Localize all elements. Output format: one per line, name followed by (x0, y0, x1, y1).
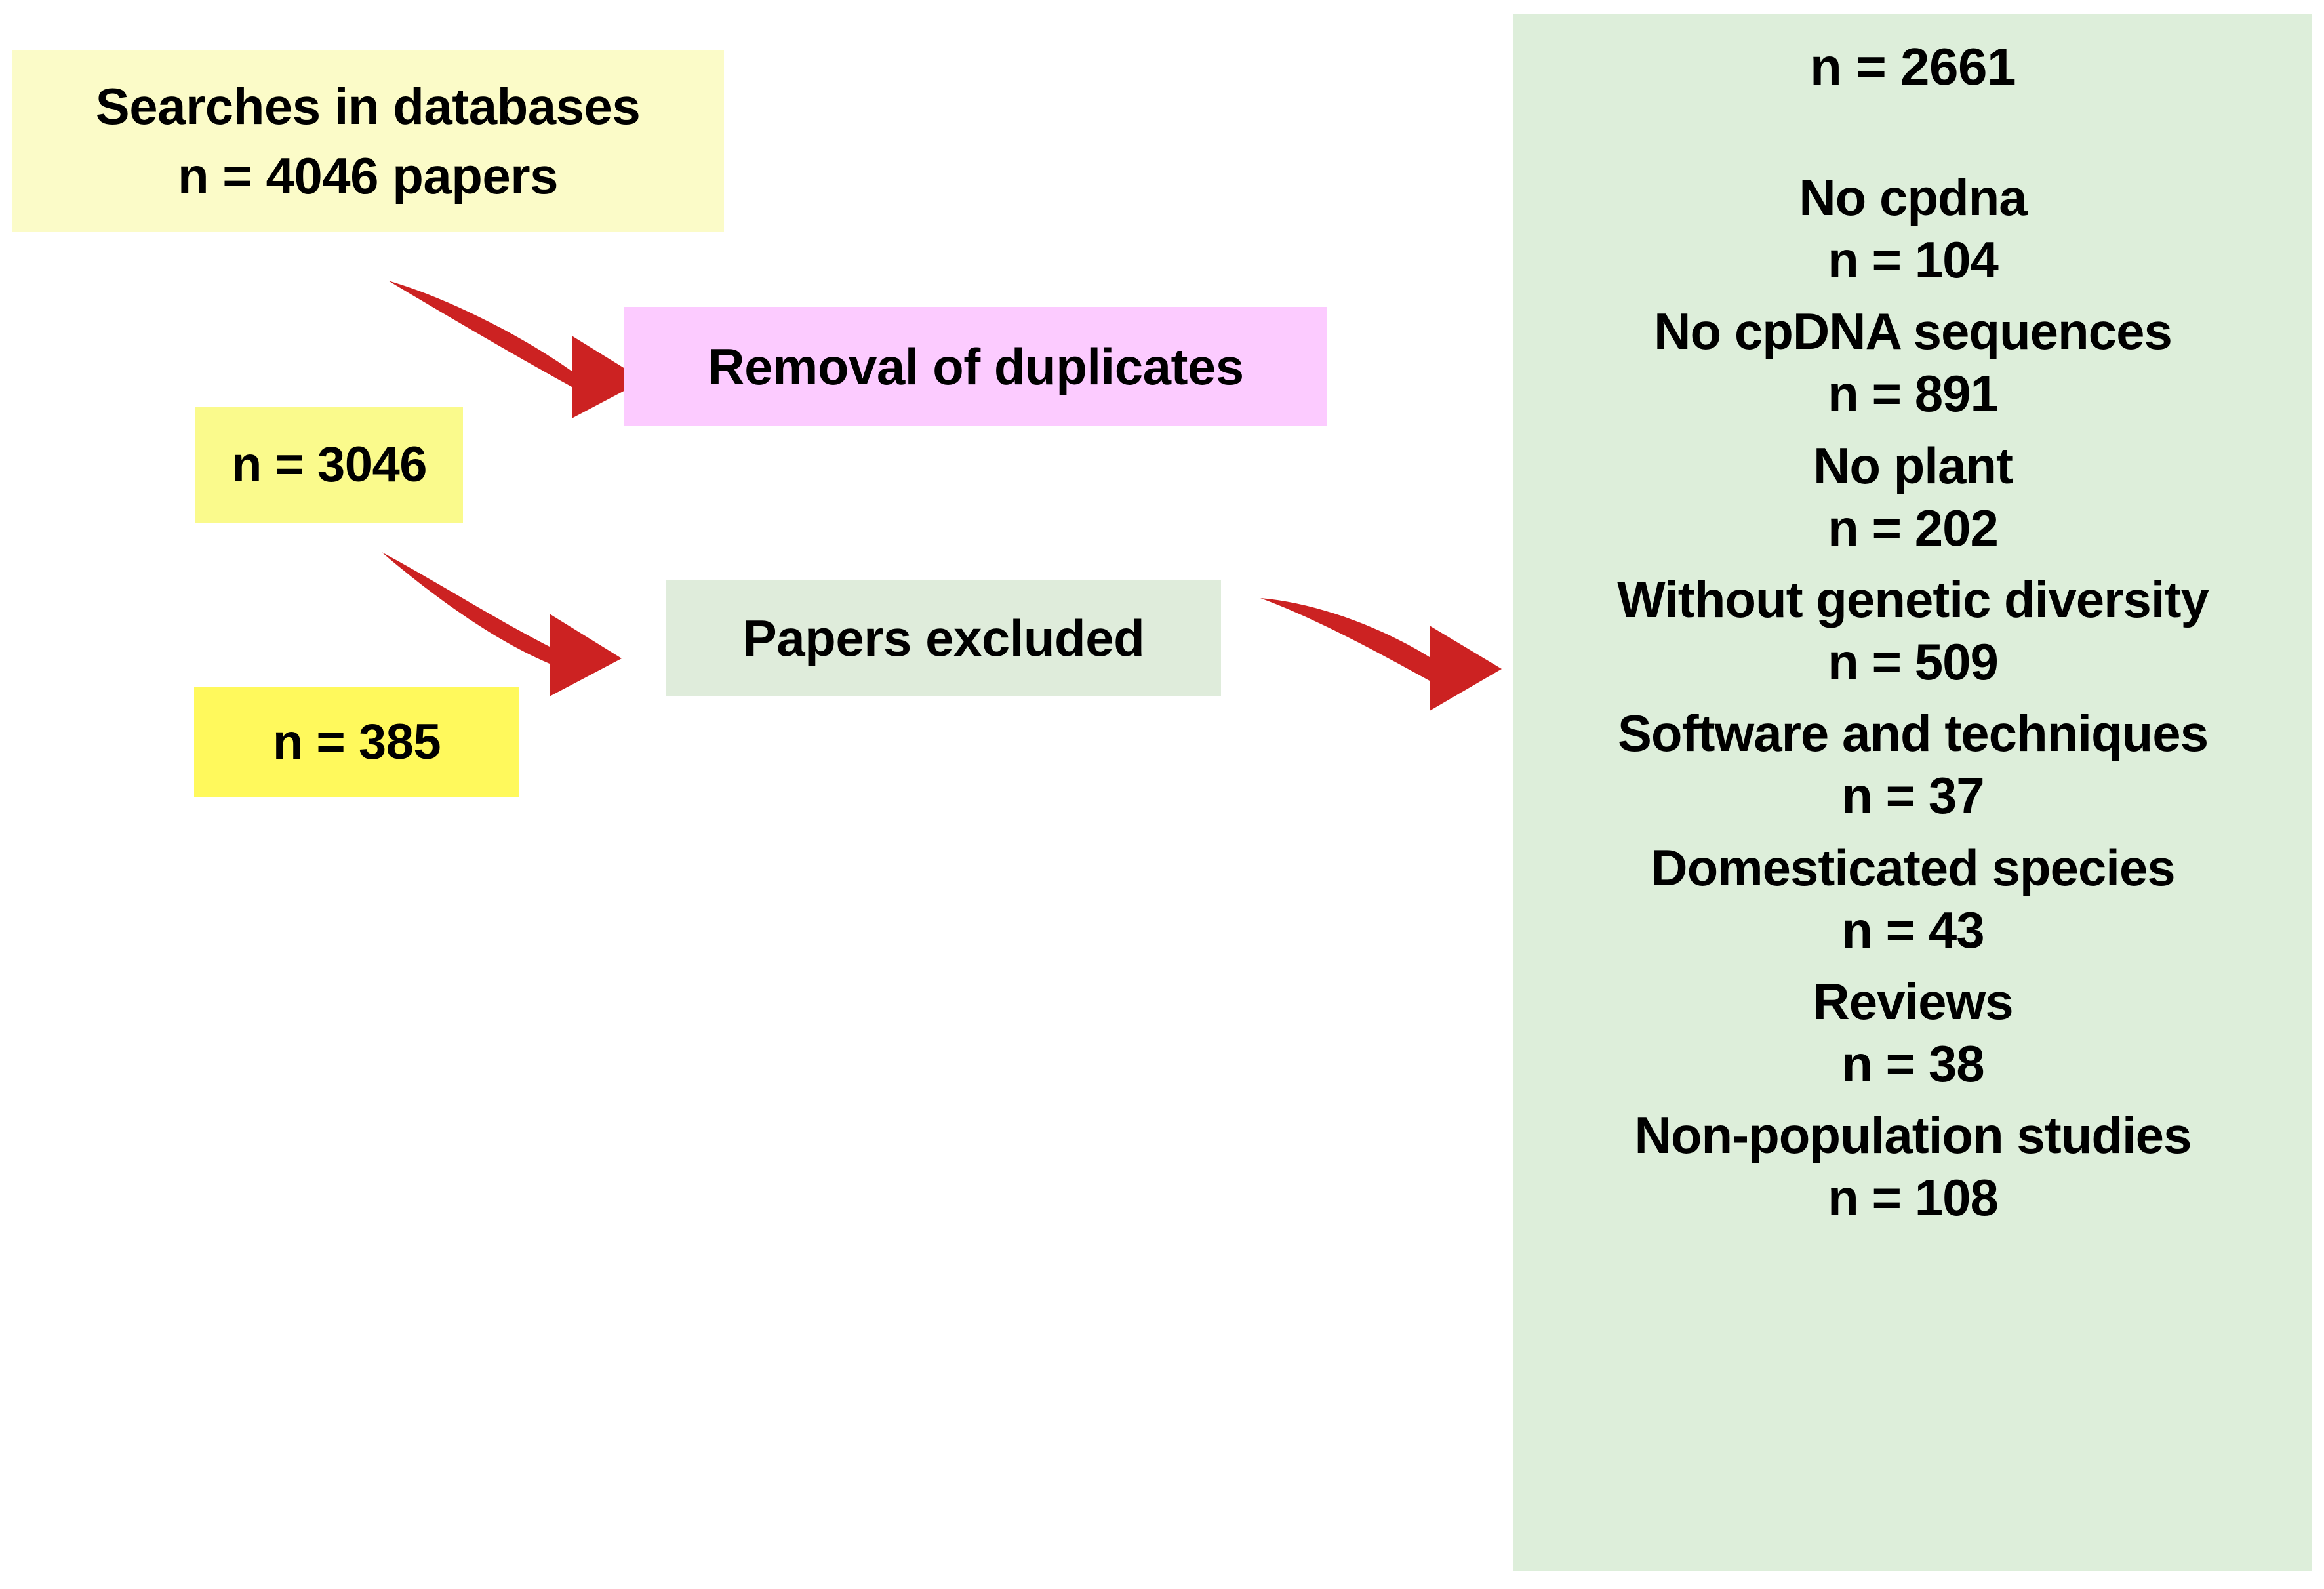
reason-item: No cpDNA sequences n = 891 (1531, 300, 2295, 425)
reason-label: No cpdna (1799, 169, 2027, 226)
reason-count: n = 509 (1828, 633, 1999, 691)
reason-label: Domesticated species (1651, 838, 2175, 896)
reason-count: n = 37 (1841, 767, 1984, 825)
papers-excluded-label: Papers excluded (742, 609, 1145, 667)
reason-item: No cpdna n = 104 (1531, 167, 2295, 291)
reason-count: n = 43 (1841, 900, 1984, 959)
reason-item: Software and techniques n = 37 (1531, 702, 2295, 827)
reason-count: n = 891 (1828, 365, 1999, 423)
node-papers-excluded: Papers excluded (666, 580, 1221, 696)
reason-item: Non-population studies n = 108 (1531, 1104, 2295, 1229)
node-after-duplicates-count: n = 3046 (195, 407, 463, 523)
exclusion-total-count: n = 2661 (1809, 37, 2016, 96)
reason-label: No plant (1813, 436, 2013, 494)
arrow-excluded-to-panel-icon (1256, 589, 1519, 720)
after-duplicates-label: n = 3046 (231, 437, 428, 493)
arrow-n3046-to-excluded-icon (378, 548, 640, 699)
reason-item: No plant n = 202 (1531, 435, 2295, 559)
reason-label: Software and techniques (1617, 704, 2209, 763)
reason-label: Without genetic diversity (1617, 570, 2209, 628)
included-label: n = 385 (272, 714, 441, 771)
reason-item: Without genetic diversity n = 509 (1531, 569, 2295, 693)
reason-item: Domesticated species n = 43 (1531, 837, 2295, 961)
removal-of-duplicates-label: Removal of duplicates (708, 337, 1244, 395)
searches-title: Searches in databases (95, 77, 641, 135)
searches-count: n = 4046 papers (177, 147, 559, 205)
reason-count: n = 108 (1828, 1169, 1999, 1227)
reason-count: n = 202 (1828, 498, 1999, 557)
reason-item: Reviews n = 38 (1531, 971, 2295, 1095)
exclusion-reasons-panel: n = 2661 No cpdna n = 104 No cpDNA seque… (1513, 14, 2312, 1571)
reason-count: n = 38 (1841, 1035, 1984, 1093)
reason-label: Non-population studies (1634, 1106, 2192, 1165)
node-removal-of-duplicates: Removal of duplicates (624, 307, 1327, 426)
reason-count: n = 104 (1828, 231, 1999, 289)
reason-label: Reviews (1813, 972, 2013, 1030)
node-searches-in-databases: Searches in databases n = 4046 papers (12, 50, 724, 232)
reason-label: No cpDNA sequences (1654, 302, 2173, 361)
node-included-count: n = 385 (194, 687, 519, 797)
arrow-search-to-duplicates-icon (384, 275, 647, 420)
exclusion-reason-list: No cpdna n = 104 No cpDNA sequences n = … (1531, 167, 2295, 1239)
